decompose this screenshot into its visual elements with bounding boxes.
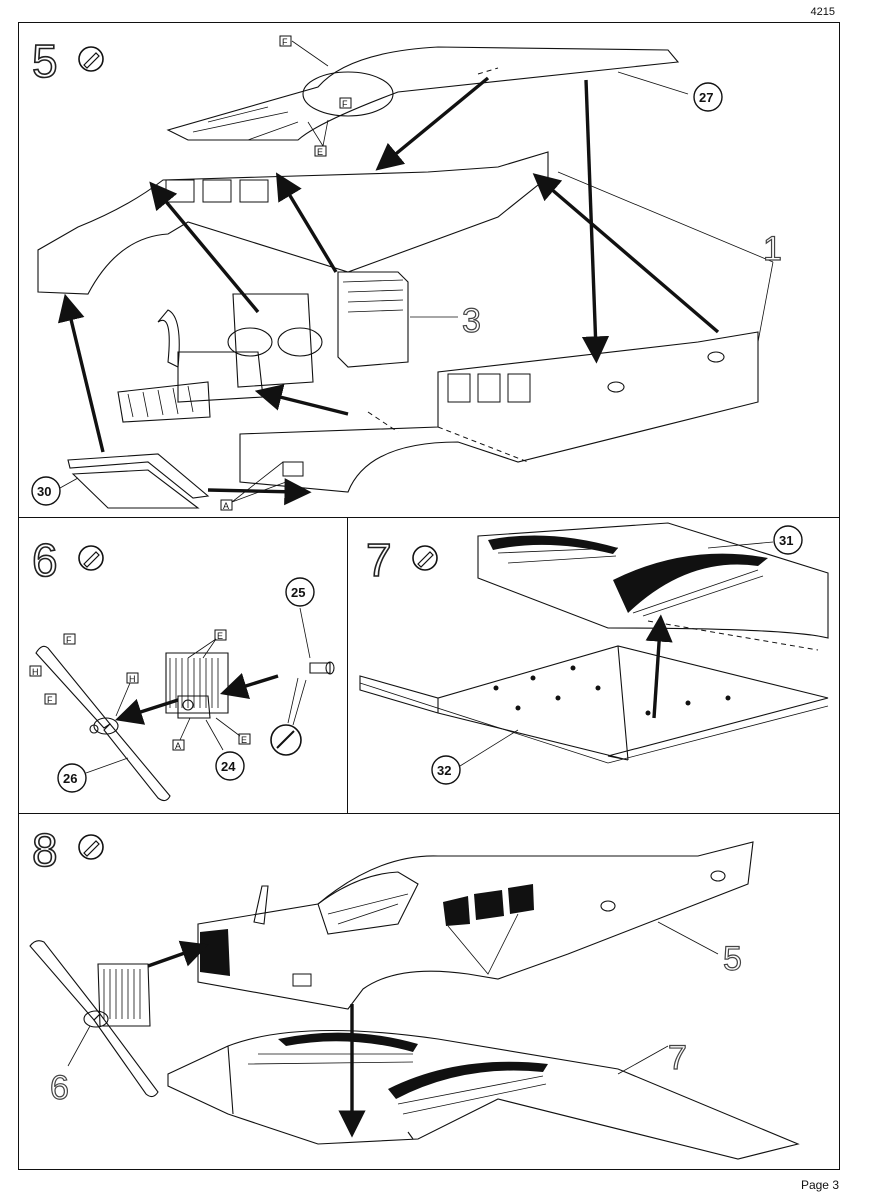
step-7-panel: 7 31 bbox=[348, 518, 840, 814]
no-glue-icon bbox=[270, 677, 307, 756]
step-7-drawing: 7 31 bbox=[359, 522, 829, 785]
strip-part-30 bbox=[67, 453, 210, 509]
lower-wing-part bbox=[359, 645, 829, 764]
step-number: 8 bbox=[32, 824, 58, 876]
cockpit-cover-part bbox=[166, 46, 680, 141]
svg-text:27: 27 bbox=[699, 90, 713, 105]
glue-icon bbox=[78, 834, 104, 860]
flag-a-2: A bbox=[172, 717, 191, 751]
svg-text:H: H bbox=[32, 667, 39, 677]
svg-text:F: F bbox=[66, 635, 72, 645]
screw-part bbox=[309, 661, 335, 675]
svg-text:F: F bbox=[47, 695, 53, 705]
svg-text:1: 1 bbox=[763, 230, 782, 268]
svg-text:A: A bbox=[175, 741, 181, 751]
svg-text:H: H bbox=[129, 674, 136, 684]
callout-27: 27 bbox=[617, 71, 723, 112]
step-5-drawing: 5 F F E 27 bbox=[31, 34, 783, 511]
svg-text:24: 24 bbox=[221, 759, 236, 774]
callout-3: 3 bbox=[410, 301, 482, 341]
svg-text:3: 3 bbox=[462, 302, 481, 340]
page-frame bbox=[18, 22, 840, 1170]
svg-text:5: 5 bbox=[723, 940, 742, 978]
flag-f-3: F bbox=[63, 633, 76, 645]
flag-e-1: E bbox=[307, 119, 329, 157]
propeller-radiator-assembly bbox=[29, 940, 159, 1098]
fuselage-half-right bbox=[239, 331, 759, 493]
callout-6: 6 bbox=[49, 1025, 91, 1108]
callout-32: 32 bbox=[431, 729, 519, 785]
step-5-panel: 5 F F E 27 bbox=[18, 22, 840, 518]
svg-text:31: 31 bbox=[779, 533, 793, 548]
flag-a-1: A bbox=[220, 461, 287, 511]
svg-text:E: E bbox=[317, 147, 323, 157]
callout-1: 1 bbox=[557, 171, 783, 343]
glue-icon bbox=[78, 545, 104, 571]
callout-30: 30 bbox=[31, 476, 79, 506]
svg-text:7: 7 bbox=[668, 1039, 687, 1077]
flag-h-1: H bbox=[29, 665, 42, 677]
callout-5: 5 bbox=[657, 921, 743, 979]
step-6-panel: 6 26 F H F H bbox=[18, 518, 348, 814]
assembled-fuselage bbox=[197, 841, 754, 1010]
svg-text:6: 6 bbox=[50, 1069, 69, 1107]
callout-26: 26 bbox=[57, 757, 129, 793]
callout-31: 31 bbox=[707, 525, 803, 555]
flag-e-2: E bbox=[187, 629, 227, 659]
radiator-part bbox=[165, 652, 229, 719]
svg-text:E: E bbox=[217, 631, 223, 641]
step-number: 6 bbox=[32, 534, 58, 586]
step-number: 7 bbox=[366, 534, 392, 586]
svg-text:26: 26 bbox=[63, 771, 77, 786]
flag-f-4: F bbox=[44, 693, 57, 705]
callout-7: 7 bbox=[617, 1038, 688, 1078]
glue-icon bbox=[412, 545, 438, 571]
step-number: 5 bbox=[32, 35, 58, 87]
cockpit-interior-part bbox=[117, 271, 409, 423]
document-number: 4215 bbox=[810, 6, 835, 18]
flag-f-2: F bbox=[339, 97, 352, 109]
svg-text:A: A bbox=[223, 501, 229, 511]
fuselage-half-left bbox=[37, 151, 549, 295]
flag-h-2: H bbox=[115, 672, 139, 717]
svg-text:F: F bbox=[282, 37, 288, 47]
assembled-wing bbox=[167, 1029, 800, 1160]
callout-25: 25 bbox=[285, 577, 315, 659]
svg-text:30: 30 bbox=[37, 484, 51, 499]
step-8-panel: 8 5 bbox=[18, 814, 840, 1170]
upper-wing-part bbox=[477, 522, 829, 651]
step-6-drawing: 6 26 F H F H bbox=[29, 533, 335, 802]
page-label: Page 3 bbox=[800, 1178, 839, 1192]
propeller-part bbox=[35, 645, 171, 802]
svg-text:32: 32 bbox=[437, 763, 451, 778]
glue-icon bbox=[78, 46, 104, 72]
callout-24: 24 bbox=[205, 719, 245, 781]
svg-text:E: E bbox=[241, 735, 247, 745]
svg-text:25: 25 bbox=[291, 585, 305, 600]
flag-e-3: E bbox=[215, 717, 251, 745]
flag-f-1: F bbox=[279, 35, 329, 67]
step-8-drawing: 8 5 bbox=[29, 823, 800, 1160]
svg-text:F: F bbox=[342, 99, 348, 109]
